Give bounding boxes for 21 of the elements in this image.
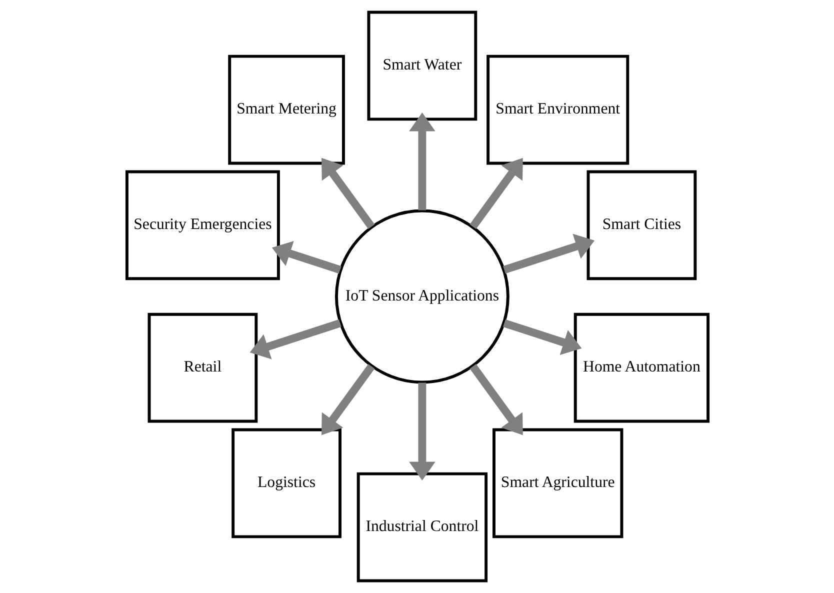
arrow: [469, 364, 522, 436]
node-box: Smart Agriculture: [492, 428, 623, 538]
node-box: Smart Water: [366, 10, 477, 121]
arrow: [502, 234, 594, 274]
node-circle: IoT Sensor Applications: [334, 209, 509, 384]
node-box: Smart Metering: [228, 54, 344, 165]
node-box: Smart Environment: [486, 54, 629, 165]
arrow: [502, 319, 582, 356]
arrow: [320, 364, 374, 436]
arrow: [249, 319, 341, 360]
arrow: [271, 240, 341, 274]
node-box: Industrial Control: [356, 472, 488, 582]
node-box: Smart Cities: [586, 170, 696, 280]
arrow: [408, 112, 435, 210]
arrow: [469, 158, 522, 230]
node-box: Logistics: [231, 428, 341, 538]
node-box: Retail: [147, 312, 258, 423]
arrow: [320, 158, 374, 230]
node-box: Home Automation: [573, 312, 710, 423]
node-box: Security Emergencies: [124, 170, 280, 280]
arrow: [408, 382, 435, 480]
